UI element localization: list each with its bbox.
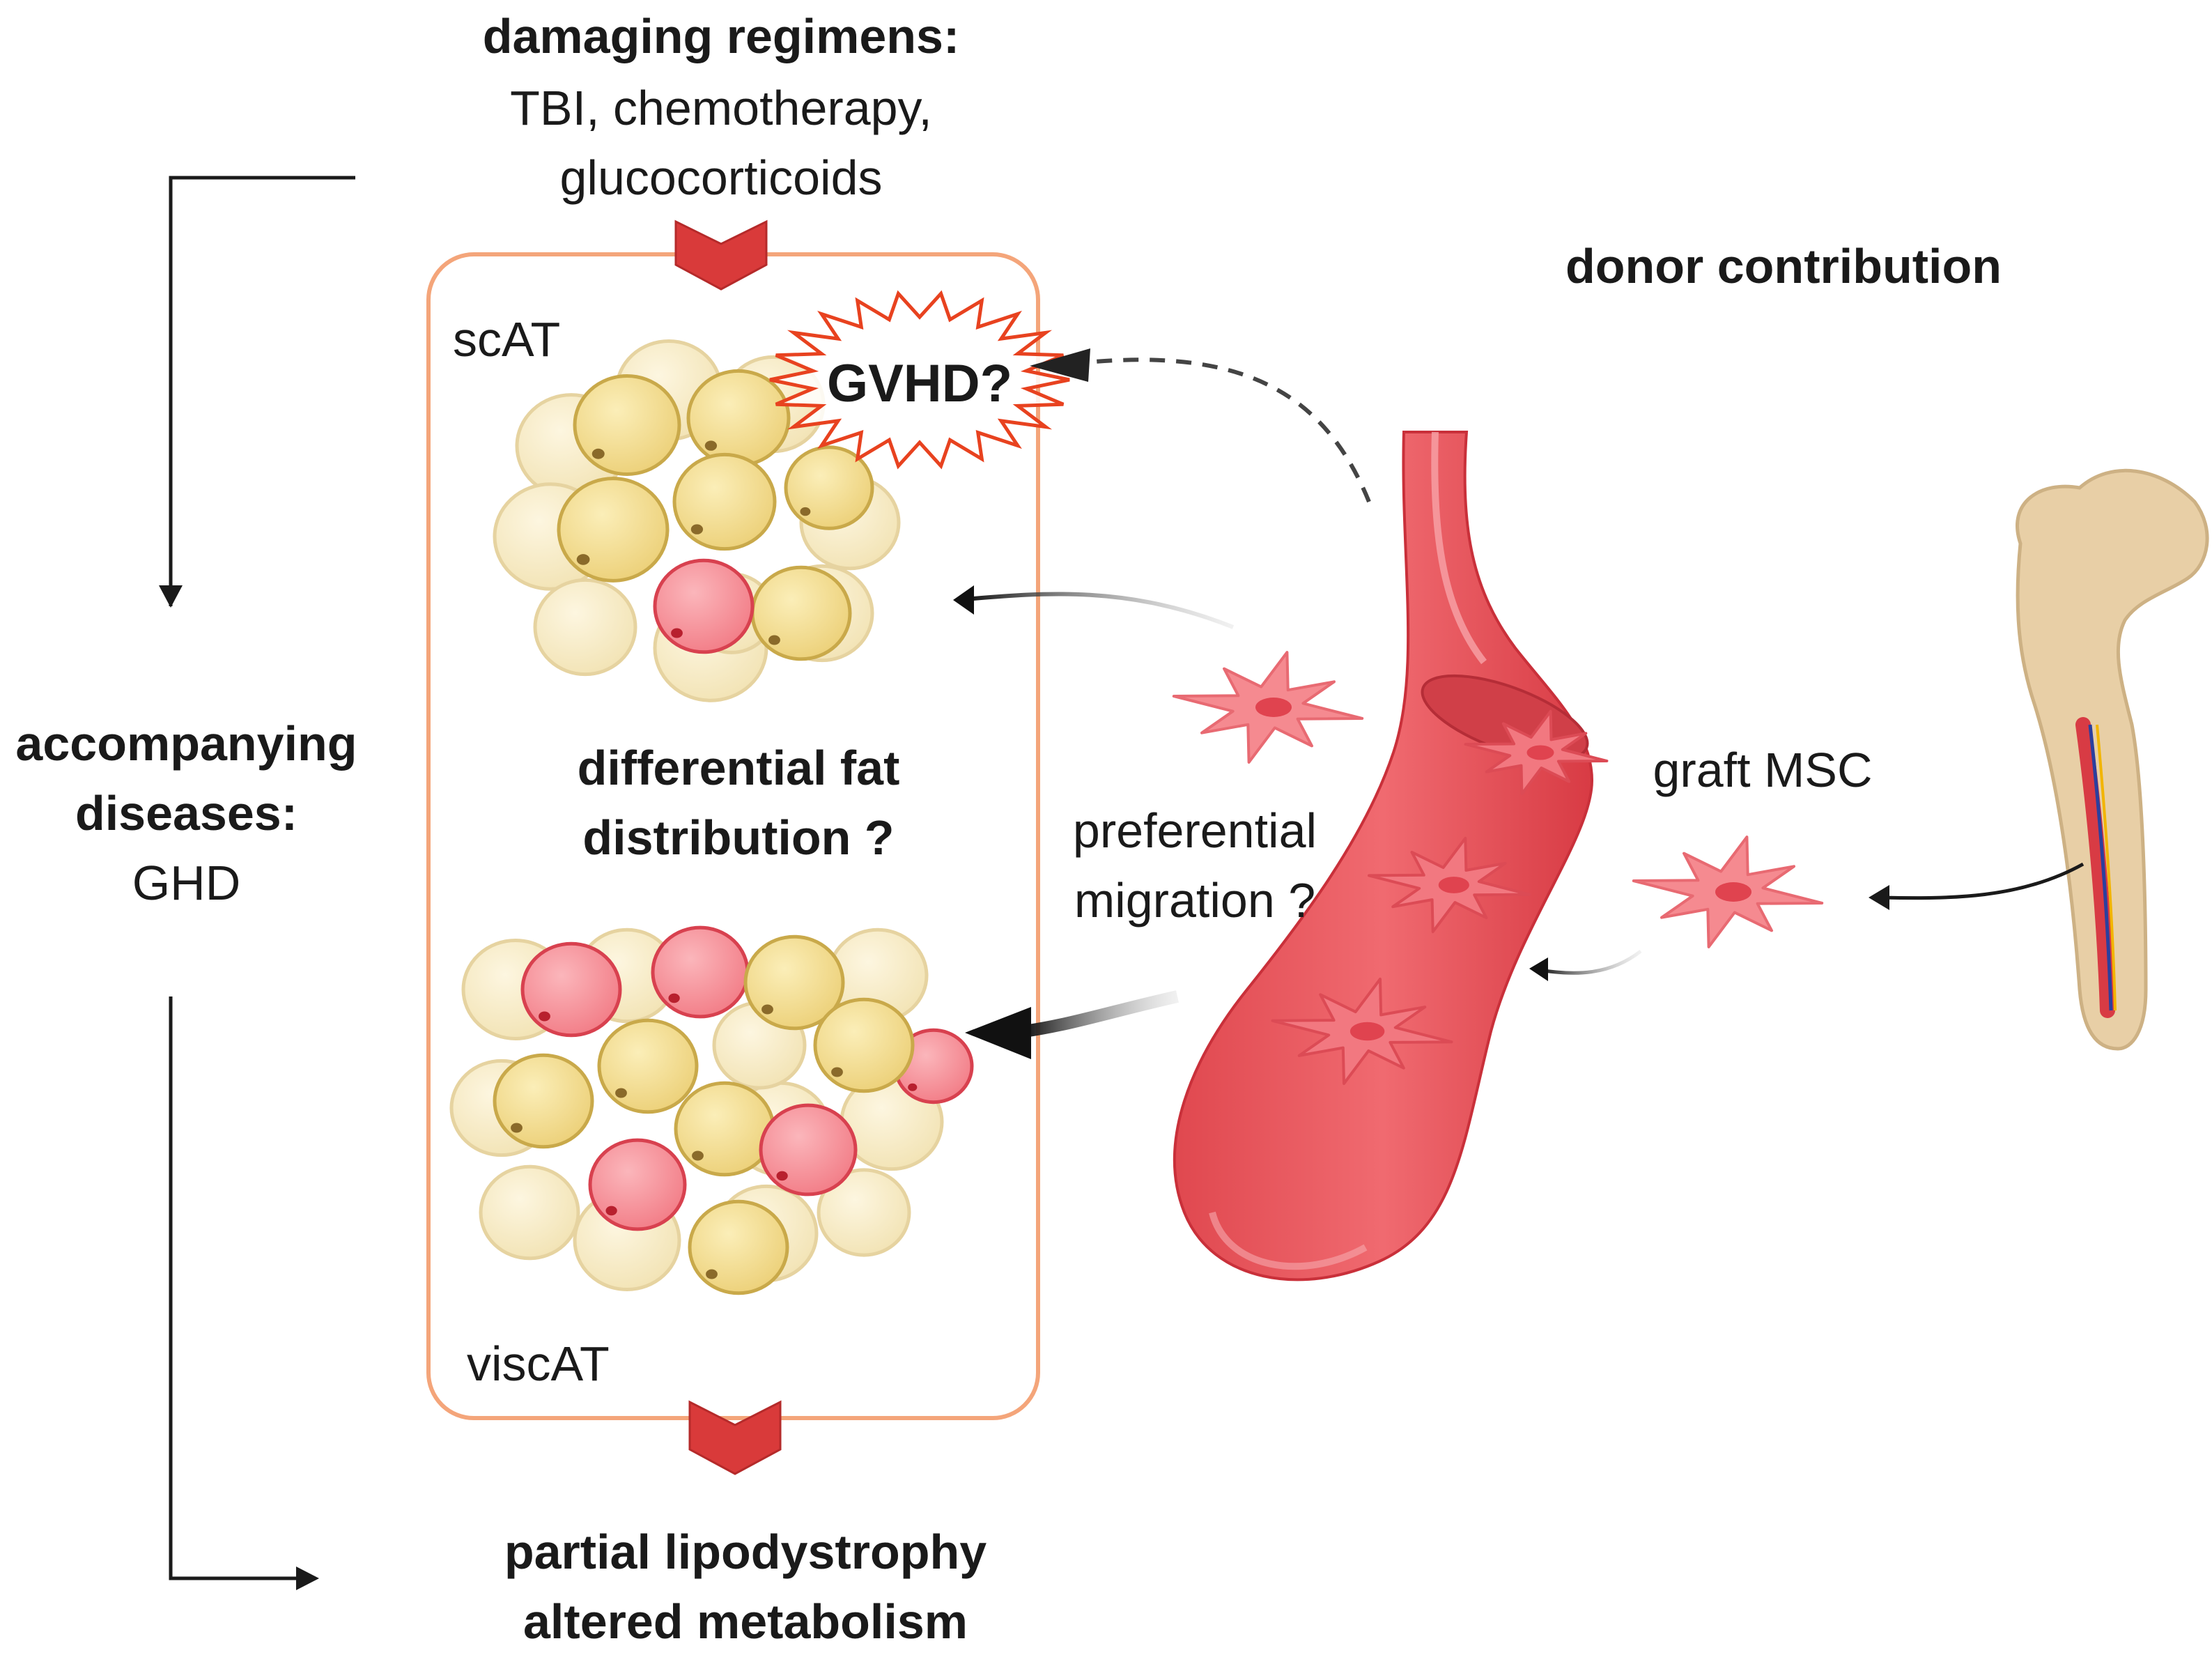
arrow-msc-to-vessel — [1529, 950, 1642, 981]
adipocyte — [672, 452, 777, 551]
adipocyte-nucleus — [768, 635, 780, 645]
adipocyte-nucleus — [668, 993, 680, 1003]
dashed-arrow-gvhd — [1030, 348, 1371, 503]
graft-msc-cell-icon — [1632, 836, 1824, 948]
arrow-to-viscat — [965, 990, 1179, 1059]
differential-fat-line1: differential fat — [577, 741, 900, 795]
adipocyte-pink — [651, 925, 750, 1019]
adipocyte — [674, 1081, 775, 1177]
adipocyte-nucleus — [615, 1088, 627, 1098]
adipocyte-nucleus — [539, 1011, 550, 1022]
gvhd-burst-icon — [769, 290, 1070, 470]
adipocyte — [479, 1164, 580, 1261]
adipocyte-nucleus — [692, 1150, 704, 1161]
adipocyte — [573, 374, 681, 476]
adipocyte — [686, 369, 791, 468]
left-bracket-top — [159, 176, 355, 608]
adipocyte — [557, 477, 670, 583]
partial-lipodystrophy-label: partial lipodystrophy — [504, 1525, 987, 1579]
vessel-msc-group — [1271, 709, 1609, 1085]
differential-fat-line2: distribution ? — [582, 810, 895, 865]
adipocyte-nucleus — [591, 448, 605, 459]
chevron-bottom-icon — [688, 1400, 782, 1475]
adipocyte-pink — [588, 1138, 687, 1231]
viscat-label: viscAT — [467, 1337, 610, 1391]
adipocyte — [597, 1018, 699, 1114]
adipocyte — [533, 578, 637, 677]
damaging-regimens-line2: glucocorticoids — [559, 151, 883, 205]
accompanying-diseases-title-2: diseases: — [75, 786, 298, 840]
chevron-top-icon — [674, 220, 768, 291]
damaging-regimens-line1: TBI, chemotherapy, — [510, 81, 932, 135]
accompanying-diseases-value: GHD — [132, 856, 241, 910]
adipocyte — [688, 1199, 789, 1295]
graft-msc-label: graft MSC — [1653, 743, 1873, 797]
adipocyte-pink — [759, 1103, 858, 1196]
arrow-bone-to-msc — [1869, 862, 2085, 910]
adipocyte-nucleus — [690, 524, 704, 534]
msc-cell-icon — [1172, 651, 1364, 764]
preferential-migration-line1: preferential — [1072, 803, 1317, 858]
adipocyte — [493, 1053, 594, 1149]
adipocyte-nucleus — [800, 507, 811, 516]
adipocyte-nucleus — [706, 1269, 718, 1279]
adipocyte — [813, 997, 915, 1093]
adipocyte-pink — [653, 558, 755, 654]
altered-metabolism-label: altered metabolism — [523, 1594, 968, 1649]
adipocyte — [750, 565, 852, 661]
adipocyte-nucleus — [576, 554, 590, 565]
adipocyte-nucleus — [671, 628, 683, 638]
viscat-adipocyte-cluster — [449, 925, 974, 1295]
adipocyte-nucleus — [605, 1206, 617, 1216]
arrow-to-scat — [953, 585, 1235, 629]
adipocyte — [817, 1168, 911, 1257]
accompanying-diseases-title-1: accompanying — [15, 716, 357, 771]
adipocyte-nucleus — [511, 1123, 523, 1133]
adipocyte-nucleus — [704, 440, 718, 451]
damaging-regimens-title: damaging regimens: — [482, 9, 960, 63]
left-bracket-bottom — [169, 996, 319, 1590]
adipocyte-nucleus — [831, 1067, 843, 1077]
gvhd-label: GVHD? — [827, 354, 1012, 413]
adipocyte-nucleus — [908, 1083, 918, 1091]
scat-label: scAT — [453, 312, 561, 367]
preferential-migration-line2: migration ? — [1074, 873, 1316, 927]
femur-bone-icon — [2016, 468, 2209, 1051]
donor-contribution-label: donor contribution — [1565, 239, 2002, 293]
adipocyte-nucleus — [776, 1171, 788, 1181]
adipocyte-pink — [520, 941, 622, 1038]
adipocyte-nucleus — [761, 1004, 773, 1015]
